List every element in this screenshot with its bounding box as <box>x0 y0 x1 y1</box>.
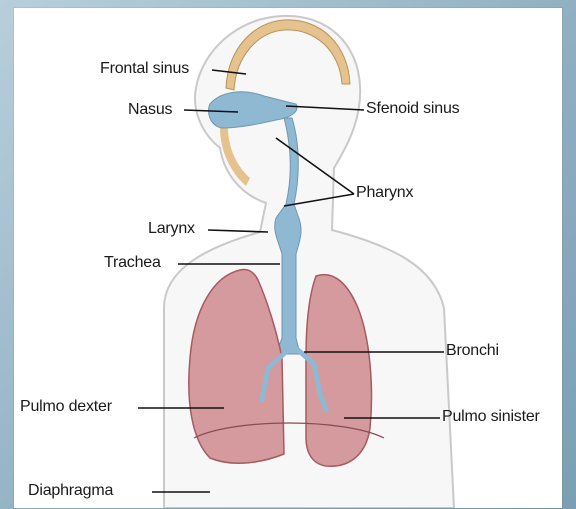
label-pharynx: Pharynx <box>356 184 413 202</box>
label-bronchi: Bronchi <box>446 342 499 360</box>
label-diaphragma: Diaphragma <box>28 482 113 500</box>
label-trachea: Trachea <box>104 254 161 272</box>
label-frontal-sinus: Frontal sinus <box>100 60 189 78</box>
label-nasus: Nasus <box>128 101 172 119</box>
label-sfenoid-sinus: Sfenoid sinus <box>366 100 459 118</box>
diagram-card: Frontal sinus Nasus Sfenoid sinus Pharyn… <box>14 8 562 508</box>
respiratory-system-diagram <box>14 8 562 508</box>
label-pulmo-sinister: Pulmo sinister <box>442 408 540 426</box>
label-pulmo-dexter: Pulmo dexter <box>20 398 112 416</box>
label-larynx: Larynx <box>148 220 195 238</box>
leader-larynx <box>208 230 268 232</box>
